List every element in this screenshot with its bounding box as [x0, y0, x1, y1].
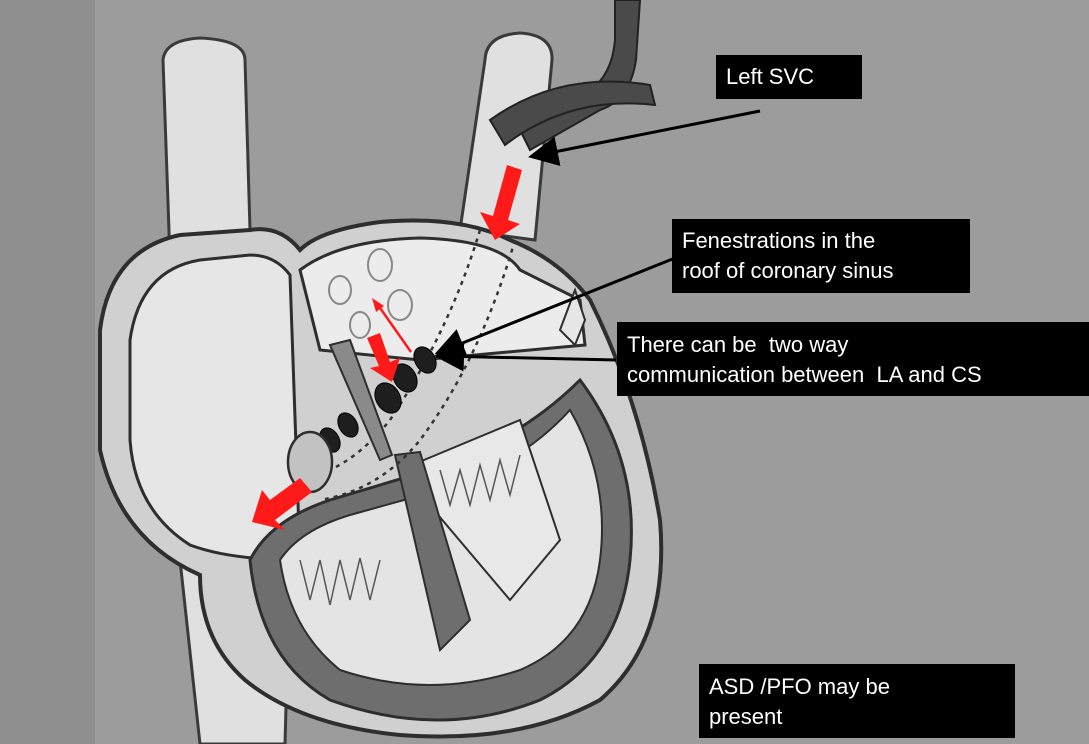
cs-to-ra-arrow	[252, 478, 312, 530]
fenestrations-pointer	[434, 254, 681, 358]
svc-flow-arrow	[480, 165, 522, 240]
pointer-lines	[434, 109, 761, 372]
coronary-sinus-path	[299, 229, 517, 502]
two-way-pointer	[434, 341, 617, 372]
fenestrations-line-2: roof of coronary sinus	[682, 258, 894, 283]
cs-to-la-arrow	[376, 304, 413, 353]
asd-pfo-line-2: present	[709, 704, 783, 729]
interatrial-septum	[328, 338, 394, 462]
fenestrations-label: Fenestrations in the roof of coronary si…	[672, 219, 970, 293]
fenestrations	[319, 346, 437, 453]
two-way-label: There can be two way communication betwe…	[617, 322, 1089, 396]
fenestrations-line-1: Fenestrations in the	[682, 228, 876, 253]
left-svc-vessel	[488, 0, 657, 152]
two-way-line-2: communication between LA and CS	[627, 362, 982, 387]
heart-body	[98, 218, 664, 739]
asd-pfo-label: ASD /PFO may be present	[699, 664, 1015, 738]
two-way-line-1: There can be two way	[627, 332, 849, 357]
chordae	[299, 454, 521, 606]
flow-arrows	[252, 165, 522, 530]
asd-pfo-line-1: ASD /PFO may be	[709, 674, 890, 699]
la-to-cs-arrow	[367, 333, 400, 382]
left-svc-label: Left SVC	[716, 55, 862, 99]
left-svc-pointer	[528, 109, 761, 167]
atrial-wall-ovals	[328, 248, 413, 339]
left-shade	[0, 0, 95, 744]
left-svc-text: Left SVC	[726, 64, 815, 89]
